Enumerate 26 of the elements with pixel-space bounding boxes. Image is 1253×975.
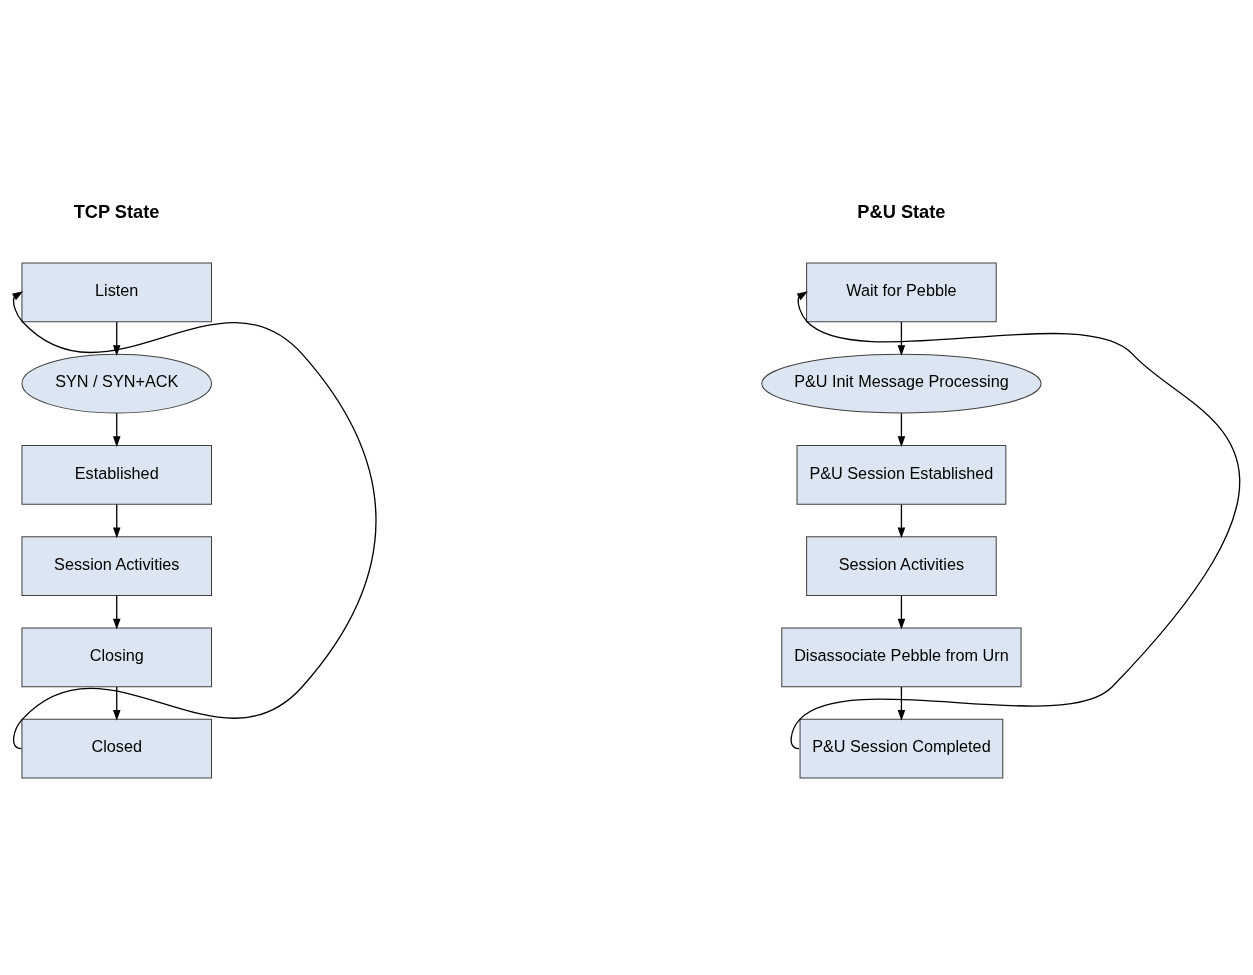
arrow <box>897 412 906 447</box>
arrow <box>113 503 121 538</box>
arrow <box>897 503 906 538</box>
arrow <box>113 594 121 630</box>
node-box: Closed <box>21 718 213 778</box>
node-box: Session Activities <box>21 535 213 596</box>
label: P&U State <box>857 200 946 222</box>
node-box: P&U Session Established <box>796 444 1007 505</box>
arrow <box>113 412 121 447</box>
arrow <box>897 320 906 356</box>
label: TCP State <box>73 200 160 222</box>
node-box: Listen <box>21 261 213 322</box>
node-ellipse: P&U Init Message Processing <box>761 353 1042 413</box>
arrow <box>897 685 906 721</box>
arrow <box>897 594 906 630</box>
arrow <box>790 290 1241 749</box>
arrow <box>113 685 121 721</box>
arrow <box>12 290 377 749</box>
node-box: Established <box>21 444 213 505</box>
node-ellipse: SYN / SYN+ACK <box>21 353 213 413</box>
node-box: Disassociate Pebble from Urn <box>781 626 1022 687</box>
node-box: Session Activities <box>806 535 997 596</box>
node-box: Closing <box>21 626 213 687</box>
node-box: P&U Session Completed <box>799 718 1004 778</box>
node-box: Wait for Pebble <box>806 261 997 322</box>
arrow <box>113 320 121 356</box>
